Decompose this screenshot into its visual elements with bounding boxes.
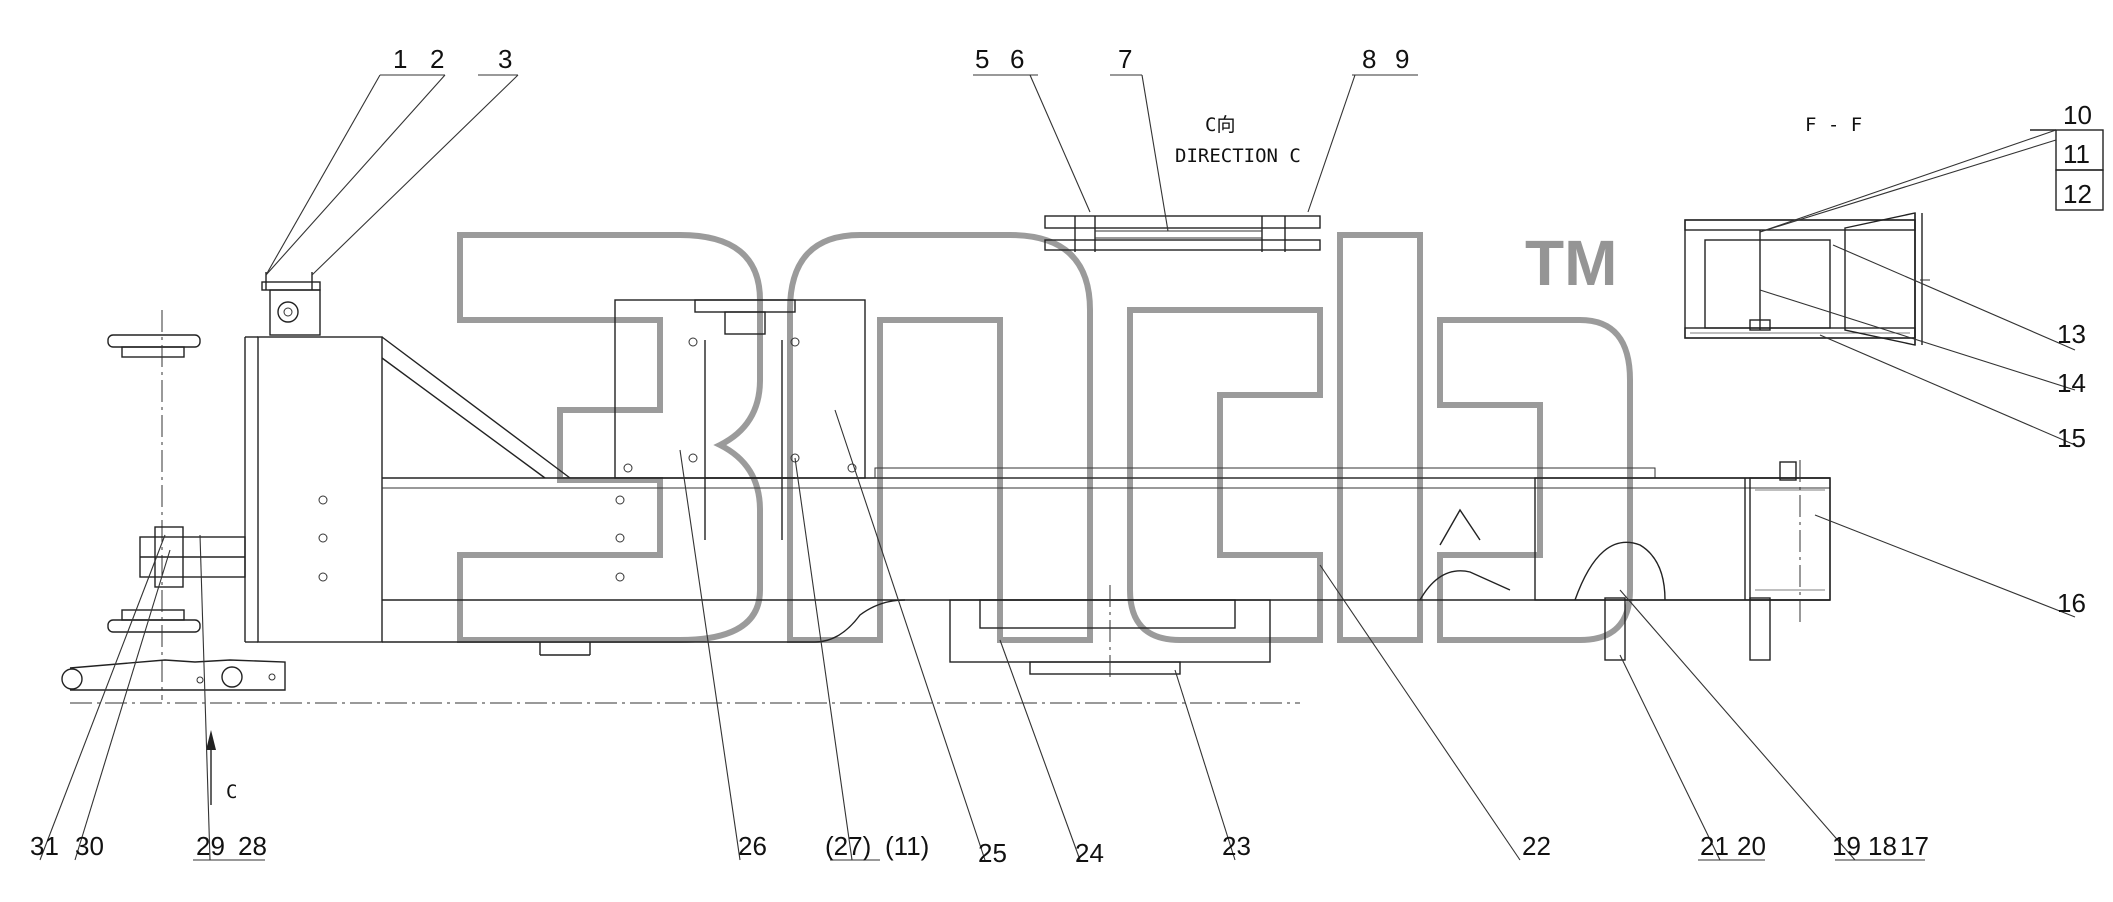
callout-15: 15 [2057,423,2086,453]
callout-5: 5 [975,44,989,74]
direction-arrow-c: C [206,730,237,805]
section-ff-caption: F - F [1805,114,1862,136]
callout-31: 31 [30,831,59,861]
section-ff: F - F [1684,114,2104,346]
bolt-holes [318,495,625,582]
callout-18: 18 [1868,831,1897,861]
callout-13: 13 [2057,319,2086,349]
callout-12: 12 [2063,179,2092,209]
callout-21: 21 [1700,831,1729,861]
callout-8: 8 [1362,44,1376,74]
view-c-caption-cn: C向 [1205,114,1235,136]
callout-3: 3 [498,44,512,74]
callout-29: 29 [196,831,225,861]
callout-19: 19 [1832,831,1861,861]
callout-22: 22 [1522,831,1551,861]
callout-labels: 1 2 3 5 6 7 8 9 10 11 12 13 14 15 16 31 … [30,44,2092,868]
callout-2: 2 [430,44,444,74]
watermark-logo: TM [457,227,1633,643]
callout-27: (27) [825,831,871,861]
callout-28: 28 [238,831,267,861]
callout-24: 24 [1075,838,1104,868]
callout-20: 20 [1737,831,1766,861]
callout-25: 25 [978,838,1007,868]
callout-23: 23 [1222,831,1251,861]
callout-6: 6 [1010,44,1024,74]
callout-11-bottom: (11) [885,831,929,861]
callout-30: 30 [75,831,104,861]
arrow-c-label: C [226,781,237,803]
main-frame [61,272,1831,704]
callout-26: 26 [738,831,767,861]
callout-9: 9 [1395,44,1409,74]
view-c: C向 DIRECTION C [1044,114,1321,252]
callout-1: 1 [393,44,407,74]
callout-14: 14 [2057,368,2086,398]
callout-11: 11 [2063,139,2090,169]
leader-lines [39,74,2076,861]
trademark-mark: TM [1525,227,1617,299]
callout-10: 10 [2063,100,2092,130]
callout-16: 16 [2057,588,2086,618]
callout-17: 17 [1900,831,1929,861]
view-c-caption-en: DIRECTION C [1175,145,1301,167]
callout-7: 7 [1118,44,1132,74]
